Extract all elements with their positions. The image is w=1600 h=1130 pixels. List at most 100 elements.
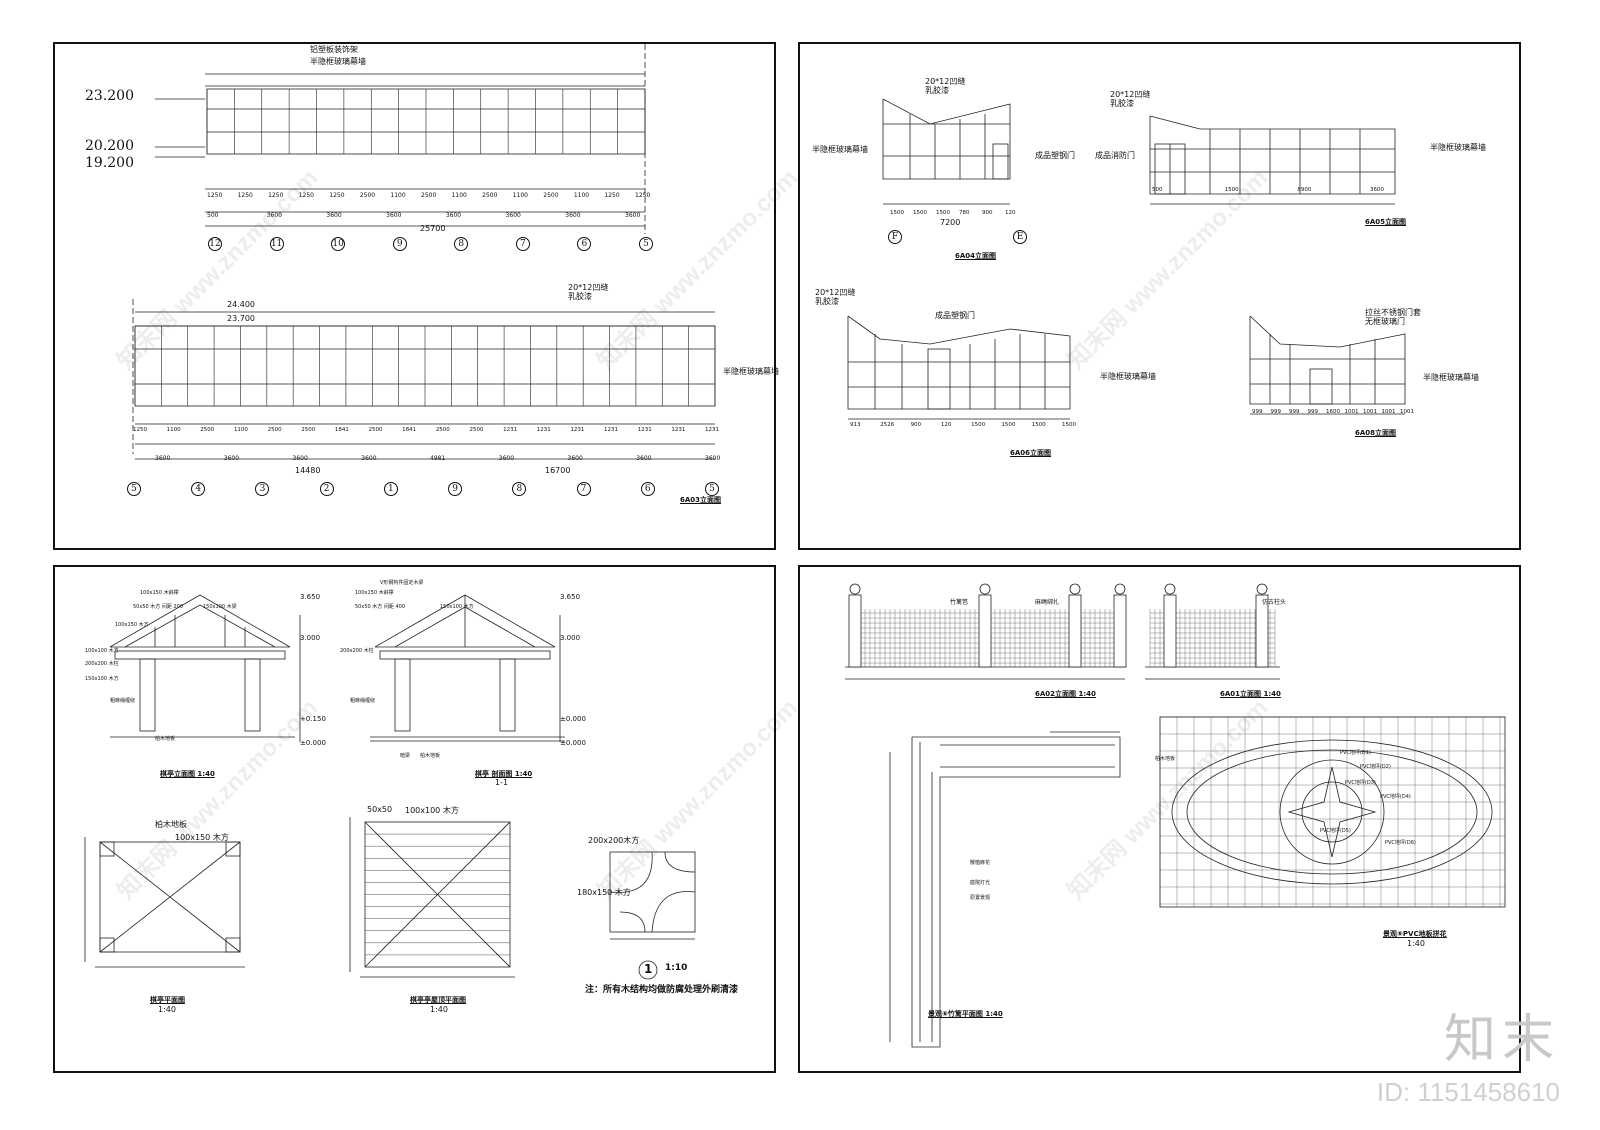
dimension-value: 3600 bbox=[361, 455, 377, 462]
annotation: 乳胶漆 bbox=[1110, 99, 1134, 108]
annotation: 无框玻璃门 bbox=[1365, 317, 1405, 326]
landscape-drawing bbox=[845, 583, 1506, 1048]
annotation: 50x50 木方 间距 200 bbox=[133, 604, 183, 610]
dimension-value: 500 bbox=[1152, 187, 1163, 193]
dimension-value: 1841 bbox=[334, 427, 349, 433]
dimension-value: 913 bbox=[850, 422, 861, 428]
annotation: 半隐框玻璃幕墙 bbox=[812, 145, 868, 154]
annotation: 乳胶漆 bbox=[925, 86, 949, 95]
annotation: 180x150 木方 bbox=[577, 888, 631, 897]
axis-marker: 1 bbox=[383, 482, 398, 496]
post-cap bbox=[1164, 583, 1176, 595]
dimension-value: 2500 bbox=[301, 427, 316, 433]
dimension-value: 1500 bbox=[1001, 422, 1016, 428]
dimension-value: 3600 bbox=[498, 455, 515, 462]
annotation: V形钢构件固定木梁 bbox=[380, 580, 424, 586]
annotation: 3.650 bbox=[300, 593, 321, 601]
dimension-value: 1231 bbox=[604, 427, 619, 433]
dimension-value: 999 bbox=[1289, 409, 1300, 415]
dimension-value: 999 bbox=[1307, 409, 1319, 415]
post-cap bbox=[849, 583, 861, 595]
annotation: 100x150 木斜撑 bbox=[355, 590, 394, 596]
dimension-value: 1250 bbox=[133, 427, 147, 433]
annotation: 50x50 bbox=[367, 805, 393, 814]
annotation: PVC地坪(D2) bbox=[1360, 764, 1391, 770]
drawing-caption: 景观⑥PVC地板拼花 bbox=[1383, 930, 1447, 938]
panel-landscape-drawings: 6A02立面图 1:40 6A01立面图 1:40 竹篱笆 麻绳绑扎 仿古柱头 … bbox=[798, 565, 1521, 1073]
annotation: 竹篱笆 bbox=[950, 599, 969, 606]
annotation: ±0.000 bbox=[300, 739, 326, 747]
dimension-value: 3600 bbox=[386, 212, 402, 219]
post-cap bbox=[1069, 583, 1081, 595]
axis-marker: 8 bbox=[454, 237, 469, 251]
annotation: 原置景观 bbox=[970, 895, 991, 901]
dimension-value: 3600 bbox=[292, 455, 308, 462]
axis-marker: 5 bbox=[127, 482, 141, 496]
axis-marker: 9 bbox=[448, 482, 463, 496]
fence-post bbox=[1068, 594, 1082, 668]
dimension-value: 1600 bbox=[1326, 409, 1340, 415]
drawing-caption: 棋亭亭屋顶平面图 bbox=[410, 996, 466, 1004]
dimension-value: 1250 bbox=[268, 192, 284, 199]
dimension-value: 3600 bbox=[326, 212, 342, 219]
dimension-value: 1001 bbox=[1400, 409, 1414, 415]
total-dimension: 25700 bbox=[420, 224, 446, 233]
annotation: 20*12凹缝 bbox=[925, 77, 966, 86]
annotation: +0.150 bbox=[300, 715, 326, 723]
axis-marker: 5 bbox=[639, 237, 653, 251]
annotation: 150x100 木方 bbox=[85, 676, 119, 682]
drawing-caption: 棋亭平面图 bbox=[150, 996, 185, 1004]
dimension-value: 1100 bbox=[512, 192, 528, 199]
panel-6a03-elevation: 23.200 20.200 19.200 铝塑板装饰架 半隐框玻璃幕墙 24.4… bbox=[53, 42, 779, 550]
dimension-value: 1231 bbox=[503, 427, 518, 433]
annotation: 柏木地板 bbox=[1155, 756, 1176, 762]
drawing-scale: 1:40 bbox=[158, 1005, 176, 1014]
annotation: 乳胶漆 bbox=[568, 292, 592, 301]
level-label: 19.200 bbox=[85, 155, 134, 171]
annotation: 成品消防门 bbox=[1095, 151, 1135, 160]
dimension-value: 1231 bbox=[705, 427, 719, 433]
drawing-caption: 6A04立面图 bbox=[955, 252, 997, 260]
dimension-value: 3600 bbox=[567, 455, 583, 462]
level-label: 20.200 bbox=[85, 138, 134, 154]
axis-marker: 9 bbox=[392, 237, 407, 251]
drawing-caption: 6A01立面图 1:40 bbox=[1220, 690, 1281, 698]
dimension-value: 2500 bbox=[368, 427, 383, 433]
annotation: 半隐框玻璃幕墙 bbox=[1100, 372, 1156, 381]
dimension-value: 120 bbox=[1005, 210, 1016, 216]
dimension-value: 1231 bbox=[637, 427, 652, 433]
annotation: 庭院灯光 bbox=[970, 880, 991, 886]
annotation: 200x200木方 bbox=[588, 836, 640, 845]
annotation: 20*12凹缝 bbox=[815, 288, 856, 297]
dimension-value: 1100 bbox=[573, 192, 590, 199]
annotation: 散植麻花 bbox=[970, 860, 991, 866]
annotation: 粗麻绳缠绕 bbox=[110, 698, 136, 704]
fence-post bbox=[1163, 594, 1177, 668]
dimension-value: 999 bbox=[1252, 409, 1263, 415]
drawing-caption: 6A06立面图 bbox=[1010, 449, 1052, 457]
dimension-value: 8900 bbox=[1297, 187, 1312, 193]
dimension-value: 3600 bbox=[266, 212, 282, 219]
annotation: PVC地坪(D6) bbox=[1385, 840, 1416, 846]
annotation: 柏木地板 bbox=[155, 736, 176, 742]
axis-marker: 7 bbox=[515, 237, 530, 251]
total-dimension: 16700 bbox=[545, 466, 571, 475]
dimension-value: 1250 bbox=[604, 192, 620, 199]
drawing-caption: 6A03立面图 bbox=[680, 496, 722, 504]
dimension-value: 3600 bbox=[1370, 187, 1384, 193]
annotation: 100x150 木斜撑 bbox=[140, 590, 179, 596]
annotation: ±0.000 bbox=[560, 739, 586, 747]
drawing-caption: 棋亭 剖面图 1:40 bbox=[475, 770, 533, 778]
axis-marker: 8 bbox=[512, 482, 527, 496]
dimension-value: 1231 bbox=[671, 427, 686, 433]
pavilion-drawing bbox=[84, 594, 696, 980]
axis-marker: 4 bbox=[191, 482, 206, 496]
annotation: 麻绳绑扎 bbox=[1035, 599, 1060, 606]
annotation: 3.000 bbox=[300, 634, 321, 642]
annotation: 50x50 木方 间距 400 bbox=[355, 604, 405, 610]
axis-marker: 6 bbox=[577, 237, 592, 251]
annotation: 100x150 木方 bbox=[115, 622, 149, 628]
dimension-value: 999 bbox=[1270, 409, 1282, 415]
dimension-value: 1250 bbox=[635, 192, 651, 199]
dimension-value: 3600 bbox=[625, 212, 641, 219]
